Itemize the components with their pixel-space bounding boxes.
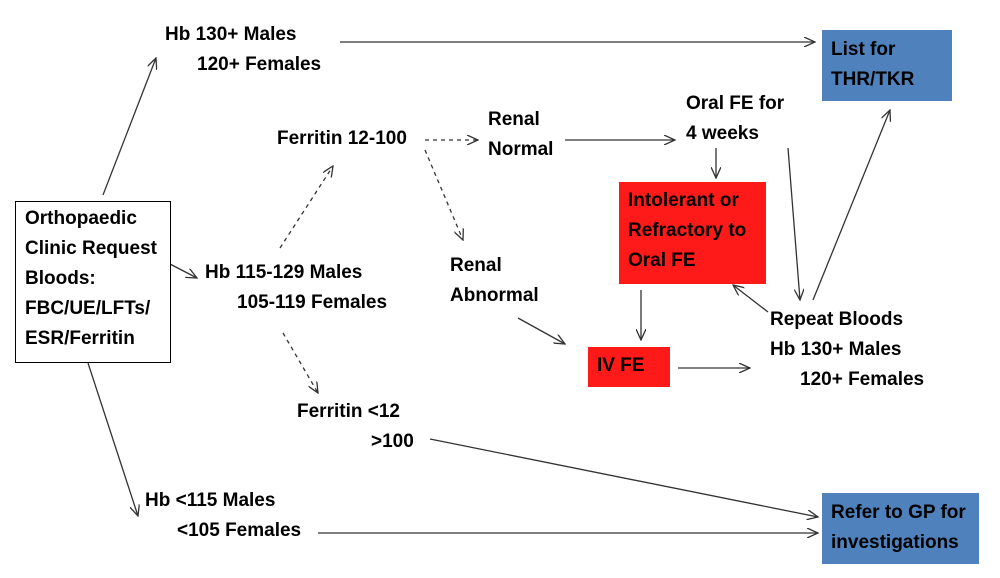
renal-normal-line1: Renal xyxy=(488,109,540,130)
orthopaedic-clinic-request-box: Orthopaedic Clinic Request Bloods: FBC/U… xyxy=(15,201,171,363)
oral-fe-line1: Oral FE for xyxy=(686,93,785,114)
hb-low-node: Hb <115 Males <105 Females xyxy=(145,486,301,546)
arrow-repeat-bloods-to-list xyxy=(812,110,890,301)
ferritin-low-label: Ferritin <12 xyxy=(297,401,400,422)
renal-abnormal-line1: Renal xyxy=(450,255,502,276)
hb-high-males: Hb 130+ Males xyxy=(165,24,297,45)
ferritin-abnormal-node: Ferritin <12 >100 xyxy=(297,397,414,457)
arrow-repeat-bloods-to-intolerant xyxy=(733,285,769,313)
arrow-ferritin-abnormal-to-refer xyxy=(429,438,818,517)
renal-normal-node: Renal Normal xyxy=(488,105,553,165)
list-thr-tkr-box: List for THR/TKR xyxy=(822,30,952,101)
arrow-hb-mid-to-ferritin-abnormal xyxy=(282,332,318,393)
arrow-oral-fe-to-repeat-bloods xyxy=(787,147,800,300)
start-line: ESR/Ferritin xyxy=(25,328,135,349)
renal-abnormal-line2: Abnormal xyxy=(450,285,539,306)
arrow-start-to-hb-high xyxy=(102,58,156,196)
repeat-bloods-node: Repeat Bloods Hb 130+ Males 120+ Females xyxy=(770,305,924,395)
iv-fe-box: IV FE xyxy=(588,347,670,387)
hb-low-females: <105 Females xyxy=(177,520,302,541)
intolerant-refractory-box: Intolerant or Refractory to Oral FE xyxy=(619,182,766,284)
hb-mid-males: Hb 115-129 Males xyxy=(205,262,363,283)
hb-mid-females: 105-119 Females xyxy=(237,292,388,313)
oral-fe-line2: 4 weeks xyxy=(686,123,759,144)
intolerant-line: Oral FE xyxy=(628,250,696,271)
renal-abnormal-node: Renal Abnormal xyxy=(450,251,539,311)
repeat-bloods-females: 120+ Females xyxy=(800,369,925,390)
start-line: Orthopaedic xyxy=(25,208,137,229)
hb-high-node: Hb 130+ Males 120+ Females xyxy=(165,20,321,80)
hb-high-females: 120+ Females xyxy=(197,54,322,75)
list-thr-line1: List for xyxy=(831,39,896,60)
hb-mid-node: Hb 115-129 Males 105-119 Females xyxy=(205,258,387,318)
ferritin-normal-node: Ferritin 12-100 xyxy=(277,124,407,154)
renal-normal-line2: Normal xyxy=(488,139,554,160)
ferritin-high-label: >100 xyxy=(371,431,414,452)
repeat-bloods-title: Repeat Bloods xyxy=(770,309,904,330)
arrow-renal-abnormal-to-iv-fe xyxy=(517,317,565,344)
refer-to-gp-box: Refer to GP for investigations xyxy=(822,493,979,564)
oral-fe-node: Oral FE for 4 weeks xyxy=(686,89,784,149)
intolerant-line: Intolerant or xyxy=(628,190,739,211)
repeat-bloods-males: Hb 130+ Males xyxy=(770,339,902,360)
arrow-hb-mid-to-ferritin-normal xyxy=(279,166,333,249)
arrow-start-to-hb-low xyxy=(87,362,138,516)
ferritin-normal-label: Ferritin 12-100 xyxy=(277,128,407,149)
hb-low-males: Hb <115 Males xyxy=(145,490,276,511)
intolerant-line: Refractory to xyxy=(628,220,747,241)
refer-gp-line2: investigations xyxy=(831,532,959,553)
arrow-ferritin-to-renal-abnormal xyxy=(424,149,463,240)
iv-fe-label: IV FE xyxy=(597,355,645,376)
arrow-start-to-hb-mid xyxy=(169,263,197,278)
start-line: Clinic Request xyxy=(25,238,157,259)
refer-gp-line1: Refer to GP for xyxy=(831,502,966,523)
start-line: FBC/UE/LFTs/ xyxy=(25,298,151,319)
list-thr-line2: THR/TKR xyxy=(831,69,915,90)
start-line: Bloods: xyxy=(25,268,96,289)
